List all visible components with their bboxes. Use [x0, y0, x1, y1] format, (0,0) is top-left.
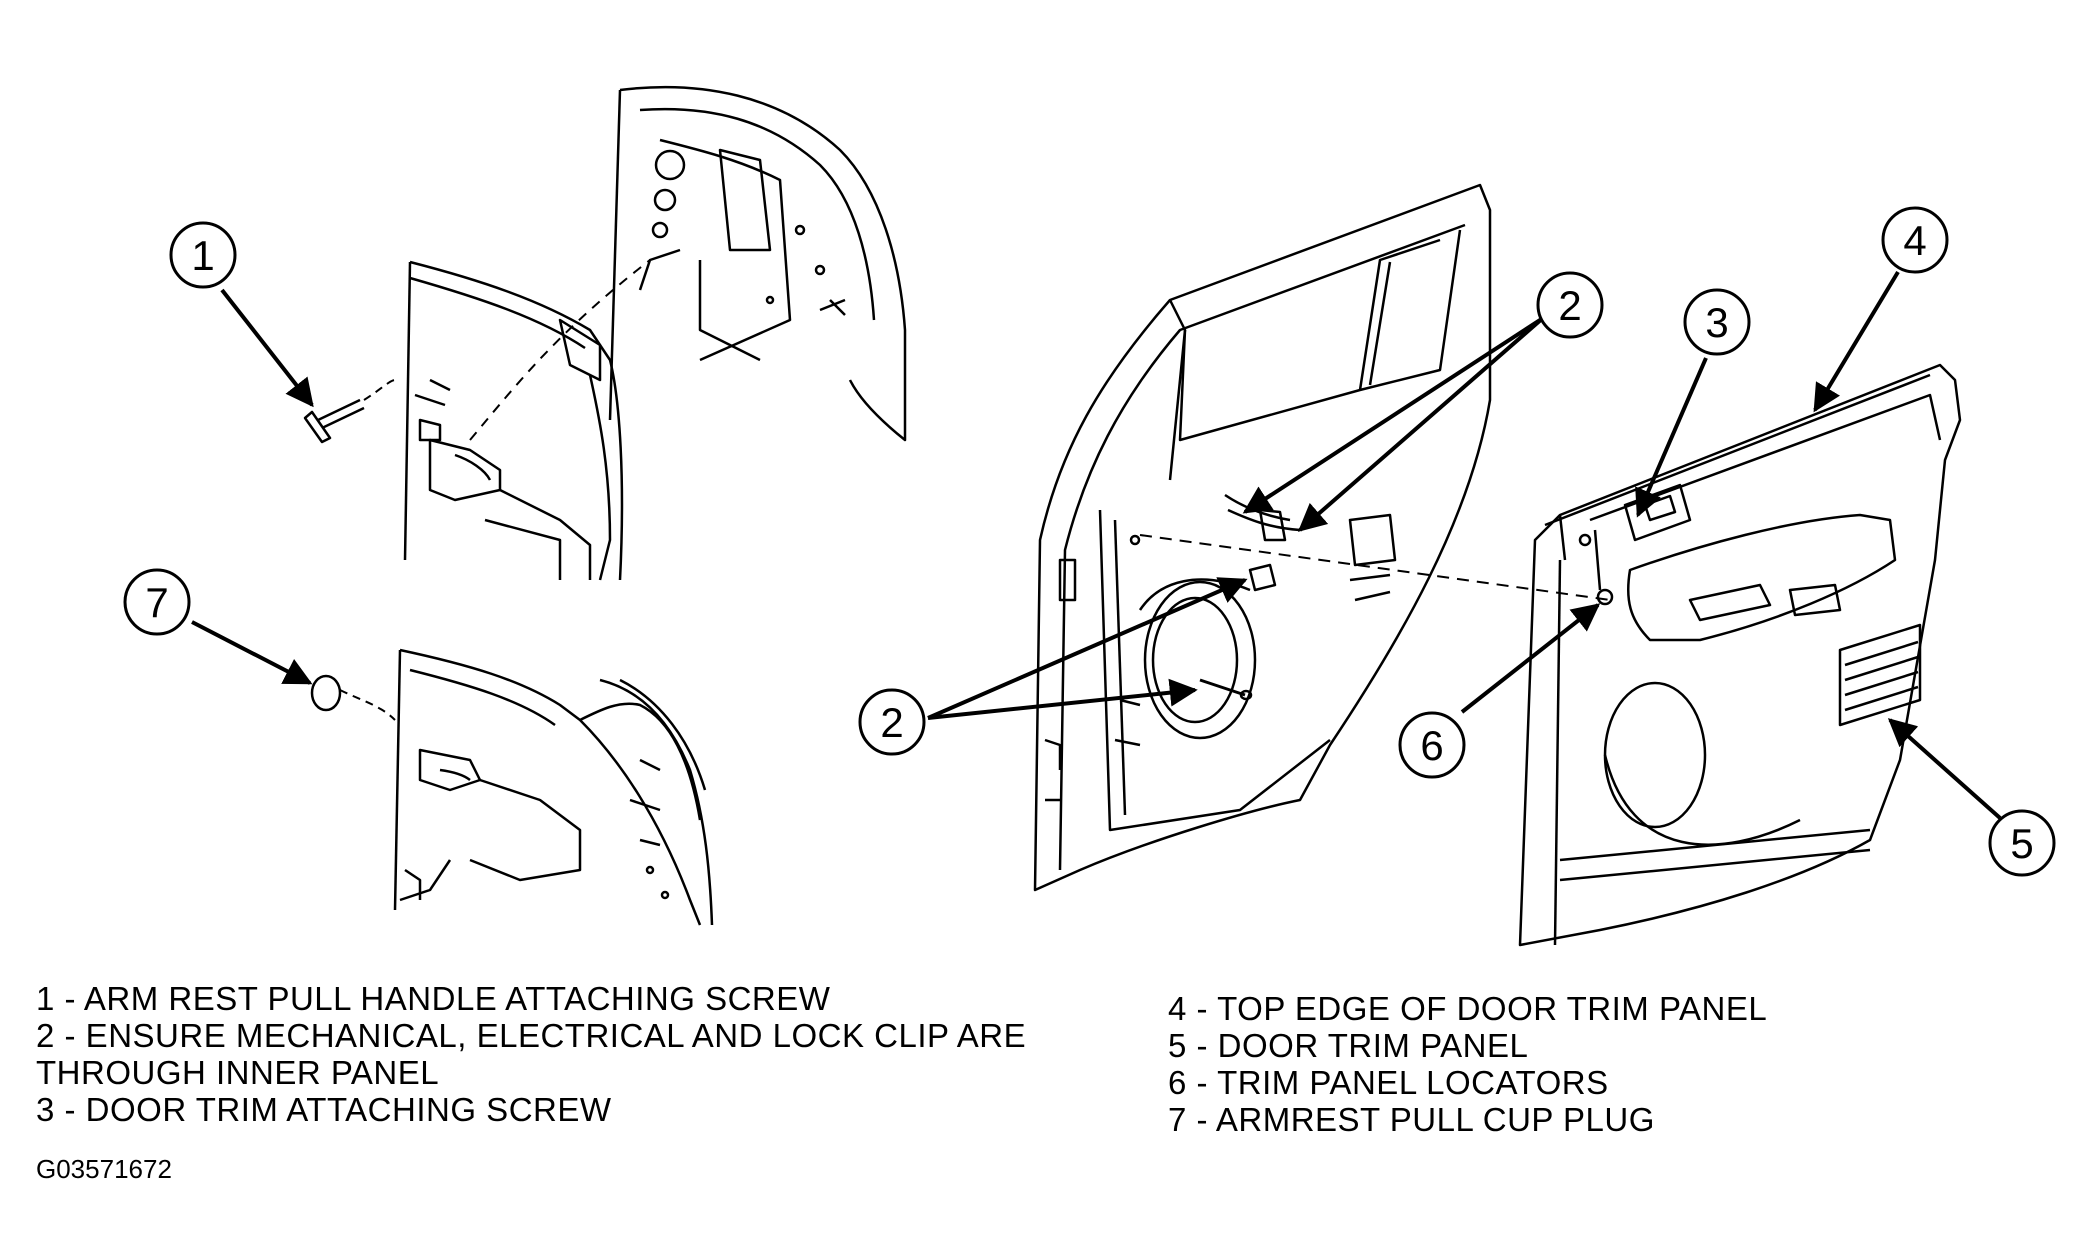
legend-item-2-continued: THROUGH INNER PANEL [36, 1054, 440, 1091]
legend-item-1: 1 - ARM REST PULL HANDLE ATTACHING SCREW [36, 980, 831, 1017]
callout-4-label: 4 [1903, 217, 1926, 264]
legend-item-7: 7 - ARMREST PULL CUP PLUG [1168, 1101, 1655, 1138]
arrow-2a-2 [1297, 316, 1545, 532]
legend-item-4: 4 - TOP EDGE OF DOOR TRIM PANEL [1168, 990, 1768, 1027]
callout-1: 1 [169, 221, 237, 289]
arrow-2b-2 [927, 678, 1198, 720]
leader-arrows [191, 270, 2002, 820]
arrow-1 [220, 288, 314, 408]
callout-6-label: 6 [1420, 722, 1443, 769]
callout-7: 7 [123, 568, 191, 636]
legend-item-6: 6 - TRIM PANEL LOCATORS [1168, 1064, 1609, 1101]
legend-item-3: 3 - DOOR TRIM ATTACHING SCREW [36, 1091, 612, 1128]
callout-5-label: 5 [2010, 820, 2033, 867]
callout-5: 5 [1988, 809, 2056, 877]
arrow-6 [1460, 603, 1601, 714]
arrow-5 [1887, 718, 2002, 820]
callout-1-label: 1 [191, 232, 214, 279]
lower-left-detail [310, 648, 714, 926]
callout-2-upper: 2 [1536, 271, 1604, 339]
arrow-2a-1 [1242, 316, 1545, 514]
arrow-3 [1635, 357, 1708, 518]
legend-right: 4 - TOP EDGE OF DOOR TRIM PANEL 5 - DOOR… [1168, 990, 1767, 1138]
figure-id: G03571672 [36, 1154, 172, 1184]
arrow-7 [191, 620, 313, 685]
arrow-2b-1 [927, 577, 1248, 720]
callout-6: 6 [1398, 711, 1466, 779]
arrow-4 [1813, 270, 1900, 413]
callout-7-label: 7 [145, 579, 168, 626]
door-trim-panel [1518, 363, 1962, 947]
callout-4: 4 [1881, 206, 1949, 274]
legend-item-2: 2 - ENSURE MECHANICAL, ELECTRICAL AND LO… [36, 1017, 1027, 1054]
upper-left-detail [303, 85, 907, 581]
door-frame [1033, 183, 1611, 892]
callout-2-lower: 2 [858, 688, 926, 756]
callout-2-upper-label: 2 [1558, 282, 1581, 329]
callout-3: 3 [1683, 288, 1751, 356]
legend-left: 1 - ARM REST PULL HANDLE ATTACHING SCREW… [36, 980, 1026, 1128]
callout-3-label: 3 [1705, 299, 1728, 346]
callout-2-lower-label: 2 [880, 699, 903, 746]
legend-item-5: 5 - DOOR TRIM PANEL [1168, 1027, 1529, 1064]
